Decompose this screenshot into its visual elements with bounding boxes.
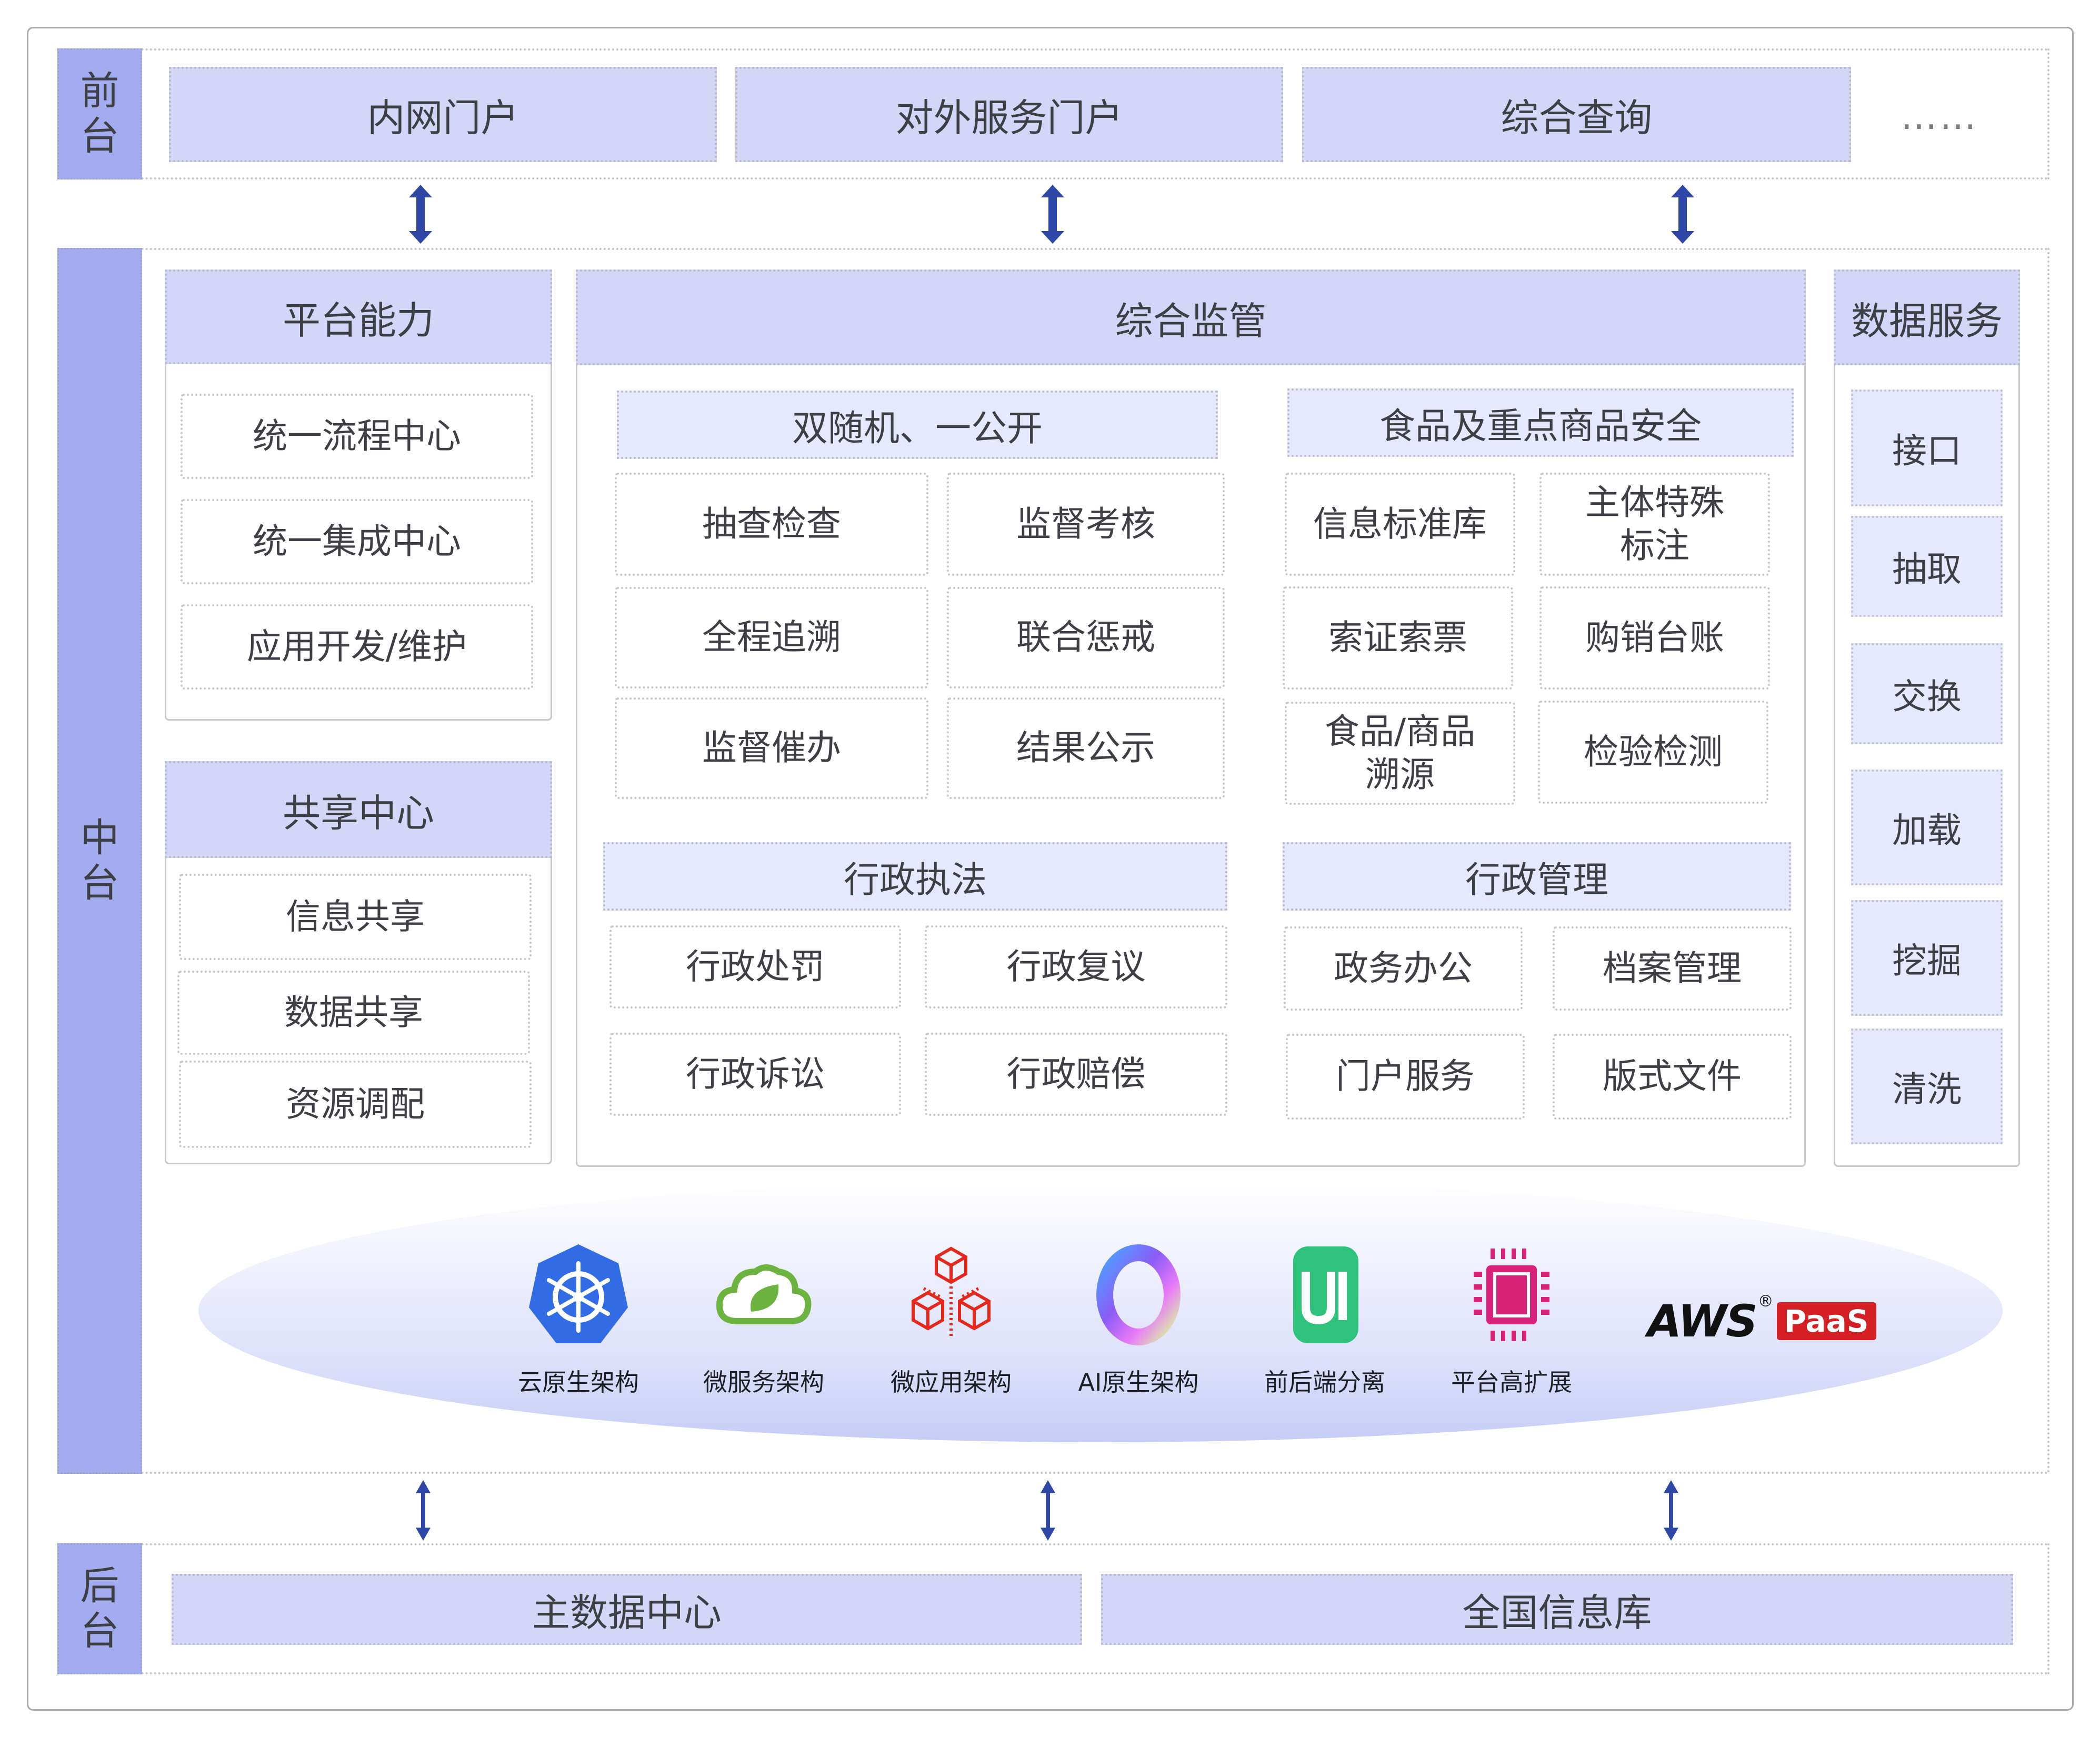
tech-item: 微应用架构 <box>883 1242 1019 1398</box>
food-safety-header: 食品及重点商品安全 <box>1287 388 1794 457</box>
sharing-item[interactable]: 数据共享 <box>177 971 530 1055</box>
middle-layer-label: 中 台 <box>57 248 142 1474</box>
portal-public-service[interactable]: 对外服务门户 <box>735 67 1283 162</box>
data-service-item[interactable]: 清洗 <box>1851 1029 2003 1144</box>
tech-label: 云原生架构 <box>518 1368 639 1396</box>
spring-cloud-icon <box>711 1242 816 1347</box>
food-safety-item[interactable]: 主体特殊 标注 <box>1539 473 1770 576</box>
bidirectional-arrow-icon <box>409 185 432 244</box>
sharing-item[interactable]: 信息共享 <box>179 874 532 960</box>
admin-law-item[interactable]: 行政处罚 <box>609 925 901 1009</box>
brand-name: AWS <box>1647 1295 1758 1347</box>
cubes-icon <box>898 1242 1004 1347</box>
double-random-header: 双随机、一公开 <box>617 391 1218 459</box>
label-char: 后 <box>80 1563 119 1609</box>
admin-mgmt-item[interactable]: 版式文件 <box>1553 1034 1792 1120</box>
admin-law-item[interactable]: 行政复议 <box>925 925 1227 1009</box>
tech-item: 微服务架构 <box>695 1242 832 1398</box>
data-service-item[interactable]: 交换 <box>1851 643 2003 744</box>
platform-item[interactable]: 统一流程中心 <box>181 394 533 479</box>
tech-item: 平台高扩展 <box>1443 1242 1580 1398</box>
data-service-header: 数据服务 <box>1834 269 2020 365</box>
food-safety-item[interactable]: 检验检测 <box>1538 701 1768 804</box>
double-random-item[interactable]: 结果公示 <box>947 697 1225 799</box>
portal-intranet[interactable]: 内网门户 <box>169 67 717 162</box>
tech-label: 平台高扩展 <box>1451 1368 1572 1396</box>
food-safety-item[interactable]: 购销台账 <box>1539 586 1770 690</box>
tech-item: 前后端分离 <box>1256 1242 1393 1398</box>
double-random-item[interactable]: 全程追溯 <box>615 587 928 688</box>
tech-label: 微服务架构 <box>703 1368 824 1396</box>
sharing-item[interactable]: 资源调配 <box>179 1061 532 1148</box>
food-safety-item[interactable]: 索证索票 <box>1283 586 1513 690</box>
chip-icon <box>1459 1242 1564 1347</box>
double-random-item[interactable]: 联合惩戒 <box>947 587 1225 688</box>
double-random-item[interactable]: 监督考核 <box>947 473 1225 576</box>
bidirectional-arrow-icon <box>1664 1480 1678 1541</box>
supervision-header: 综合监管 <box>576 269 1806 365</box>
bidirectional-arrow-icon <box>416 1480 431 1541</box>
aws-paas-logo: AWS ® PaaS <box>1647 1292 1889 1350</box>
admin-law-header: 行政执法 <box>603 842 1227 911</box>
front-layer-label: 前 台 <box>57 48 142 179</box>
platform-item[interactable]: 应用开发/维护 <box>181 604 533 690</box>
double-random-item[interactable]: 抽查检查 <box>615 473 928 576</box>
admin-law-item[interactable]: 行政赔偿 <box>925 1033 1227 1116</box>
tech-label: AI原生架构 <box>1078 1368 1199 1396</box>
label-char: 台 <box>80 113 119 159</box>
tech-item: 云原生架构 <box>510 1242 647 1398</box>
admin-mgmt-item[interactable]: 门户服务 <box>1286 1034 1525 1120</box>
label-char: 台 <box>80 860 119 906</box>
bidirectional-arrow-icon <box>1041 185 1064 244</box>
ui-icon <box>1272 1242 1377 1347</box>
tech-item: AI原生架构 <box>1070 1242 1207 1398</box>
back-layer-label: 后 台 <box>57 1543 142 1674</box>
data-service-item[interactable]: 抽取 <box>1851 516 2003 617</box>
admin-mgmt-item[interactable]: 政务办公 <box>1284 926 1523 1011</box>
registered-mark: ® <box>1757 1292 1774 1311</box>
label-char: 前 <box>80 68 119 114</box>
portal-query[interactable]: 综合查询 <box>1302 67 1851 162</box>
label-char: 中 <box>80 815 119 861</box>
data-service-item[interactable]: 接口 <box>1851 390 2003 506</box>
platform-item[interactable]: 统一集成中心 <box>181 499 533 584</box>
kubernetes-icon <box>526 1242 631 1347</box>
food-safety-item[interactable]: 信息标准库 <box>1285 473 1515 576</box>
data-service-item[interactable]: 加载 <box>1851 770 2003 885</box>
tech-label: 前后端分离 <box>1264 1368 1385 1396</box>
data-service-item[interactable]: 挖掘 <box>1851 900 2003 1016</box>
admin-mgmt-item[interactable]: 档案管理 <box>1553 926 1792 1011</box>
sharing-center-header: 共享中心 <box>165 761 552 858</box>
more-ellipsis: …… <box>1901 95 1978 138</box>
bidirectional-arrow-icon <box>1041 1480 1055 1541</box>
double-random-item[interactable]: 监督催办 <box>615 697 928 799</box>
paas-badge: PaaS <box>1776 1302 1876 1340</box>
admin-law-item[interactable]: 行政诉讼 <box>609 1033 901 1116</box>
platform-capability-header: 平台能力 <box>165 269 552 364</box>
admin-mgmt-header: 行政管理 <box>1283 842 1791 911</box>
tech-label: 微应用架构 <box>891 1368 1012 1396</box>
bidirectional-arrow-icon <box>1671 185 1694 244</box>
food-safety-item[interactable]: 食品/商品 溯源 <box>1285 702 1515 805</box>
ai-ring-icon <box>1086 1242 1191 1347</box>
label-char: 台 <box>80 1608 119 1654</box>
national-info-base[interactable]: 全国信息库 <box>1101 1574 2013 1645</box>
master-data-center[interactable]: 主数据中心 <box>172 1574 1082 1645</box>
